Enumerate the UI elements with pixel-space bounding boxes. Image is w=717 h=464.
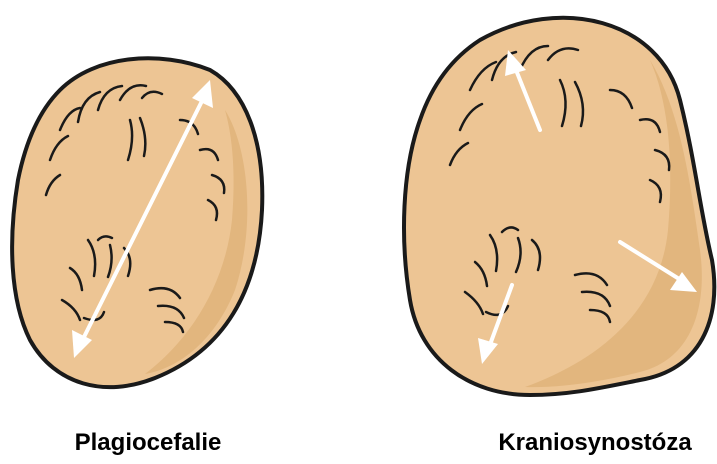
caption-craniosynostosis: Kraniosynostóza [498,428,691,458]
left-skull-shape [12,58,262,387]
plagiocephaly-head-icon [12,58,262,387]
caption-plagiocephaly: Plagiocefalie [75,428,222,458]
craniosynostosis-head-icon [404,18,714,395]
